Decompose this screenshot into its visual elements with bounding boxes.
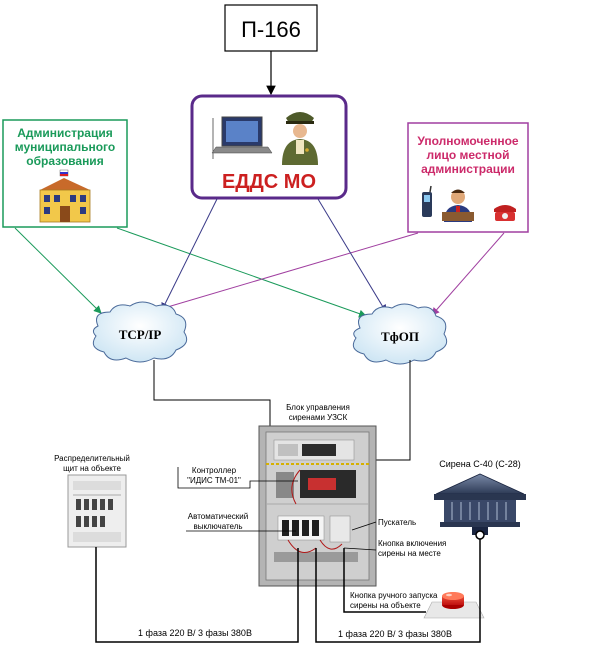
officer-icon bbox=[282, 112, 318, 165]
desk-phone-icon bbox=[494, 205, 516, 221]
panel-label-line1: Распределительный bbox=[54, 454, 130, 463]
admin-to-tfop-arrow bbox=[116, 227, 367, 318]
siren-power-wire bbox=[315, 535, 481, 643]
manual-button-icon bbox=[423, 592, 485, 619]
tcpip-cloud: ТСР/IP bbox=[92, 301, 188, 363]
controller-label-line1: Контроллер bbox=[192, 466, 237, 475]
authorized-person-label-line3: администрации bbox=[421, 162, 515, 176]
power-label-left: 1 фаза 220 В/ 3 фазы 380В bbox=[138, 628, 252, 638]
person-icon bbox=[442, 189, 474, 222]
tfop-label: ТфОП bbox=[381, 329, 419, 344]
control-unit-label-line2: сиренами УЗСК bbox=[289, 413, 348, 422]
edds-to-tfop-arrow bbox=[317, 198, 387, 313]
p166-box: П-166 bbox=[224, 4, 318, 52]
tfop-to-unit-wire bbox=[370, 360, 411, 461]
administration-label-line2: муниципального bbox=[15, 140, 115, 154]
panel-power-wire bbox=[95, 547, 299, 643]
building-icon bbox=[39, 169, 91, 223]
starter-leader bbox=[351, 521, 377, 531]
power-label-right: 1 фаза 220 В/ 3 фазы 380В bbox=[338, 629, 452, 639]
breaker-label-line1: Автоматический bbox=[188, 512, 248, 521]
administration-label-line3: образования bbox=[26, 154, 103, 168]
local-button-leader bbox=[343, 547, 377, 551]
edds-label: ЕДДС МО bbox=[222, 171, 316, 193]
panel-label-line2: щит на объекте bbox=[63, 464, 121, 473]
authorized-to-tcpip-arrow bbox=[153, 232, 419, 313]
administration-box: Администрация муниципального образования bbox=[2, 119, 128, 228]
control-unit-label-line1: Блок управления bbox=[286, 403, 350, 412]
local-button-label-line1: Кнопка включения bbox=[378, 539, 446, 548]
laptop-icon bbox=[211, 116, 273, 159]
controller-leader bbox=[177, 467, 298, 489]
edds-box: ЕДДС МО bbox=[190, 94, 348, 200]
administration-label-line1: Администрация bbox=[17, 126, 112, 140]
mobile-phone-icon bbox=[422, 185, 432, 217]
starter-label: Пускатель bbox=[378, 518, 416, 527]
authorized-person-label-line2: лицо местной bbox=[427, 148, 510, 162]
manual-button-label-line1: Кнопка ручного запуска bbox=[350, 591, 438, 600]
manual-button-label-line2: сирены на объекте bbox=[350, 601, 421, 610]
tcpip-label: ТСР/IP bbox=[119, 327, 162, 342]
distribution-panel-icon bbox=[67, 474, 127, 548]
local-button-label-line2: сирены на месте bbox=[378, 549, 441, 558]
admin-to-tcpip-arrow bbox=[14, 227, 102, 314]
control-unit-cabinet bbox=[258, 425, 377, 587]
tfop-cloud: ТфОП bbox=[352, 303, 448, 365]
authorized-person-label-line1: Уполномоченное bbox=[417, 134, 519, 148]
breaker-label-line2: выключатель bbox=[193, 522, 242, 531]
p166-label: П-166 bbox=[241, 17, 301, 42]
siren-icon bbox=[434, 473, 526, 535]
manual-button-wire bbox=[343, 548, 426, 613]
authorized-to-tfop-arrow bbox=[431, 232, 505, 316]
edds-to-tcpip-arrow bbox=[161, 198, 218, 311]
controller-label-line2: "ИДИС ТМ-01" bbox=[187, 476, 241, 485]
authorized-person-box: Уполномоченное лицо местной администраци… bbox=[407, 122, 529, 233]
siren-label: Сирена С-40 (С-28) bbox=[439, 459, 521, 469]
